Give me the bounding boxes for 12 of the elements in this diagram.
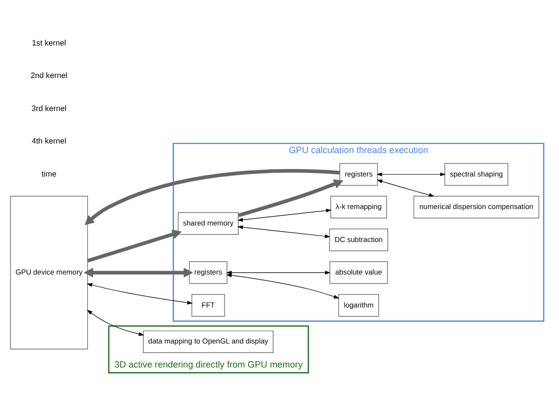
arrow: [84, 267, 194, 278]
arrow: [86, 309, 144, 336]
arrow: [86, 282, 193, 304]
arrow: [226, 272, 340, 298]
arrow: [376, 172, 446, 176]
arrow: [237, 224, 330, 238]
arrow: [376, 179, 434, 196]
arrow: [87, 229, 182, 262]
arrow: [238, 178, 344, 217]
arrow: [226, 270, 331, 274]
arrow: [237, 208, 332, 222]
arrow: [84, 168, 340, 225]
